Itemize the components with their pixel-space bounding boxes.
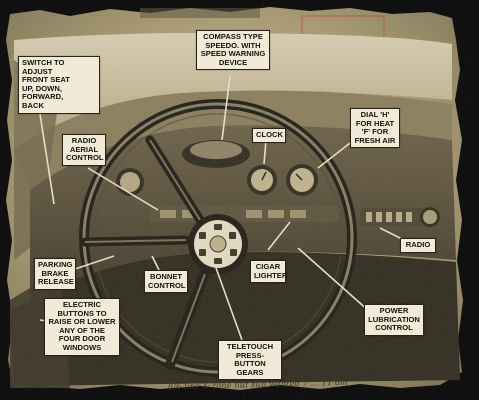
callout-radio: RADIO [400, 238, 436, 253]
callout-speedo: COMPASS TYPE SPEEDO. WITH SPEED WARNING … [196, 30, 270, 71]
callout-teletouch: TELETOUCH PRESS-BUTTON GEARS [218, 340, 282, 381]
callout-radio-aerial: RADIO AERIAL CONTROL [62, 134, 106, 166]
callout-power-lubrication: POWER LUBRICATION CONTROL [364, 304, 424, 336]
callout-heat-dial: DIAL 'H' FOR HEAT 'F' FOR FRESH AIR [350, 108, 400, 149]
callout-bonnet: BONNET CONTROL [144, 270, 188, 294]
callout-cigar-lighter: CIGAR LIGHTER [250, 260, 287, 284]
callout-seat-switch: SWITCH TO ADJUST FRONT SEAT UP, DOWN, FO… [18, 56, 100, 114]
callout-parking-brake: PARKING BRAKE RELEASE [34, 258, 76, 290]
callout-clock: CLOCK [252, 128, 286, 143]
callout-electric-windows: ELECTRIC BUTTONS TO RAISE OR LOWER ANY O… [44, 298, 120, 356]
